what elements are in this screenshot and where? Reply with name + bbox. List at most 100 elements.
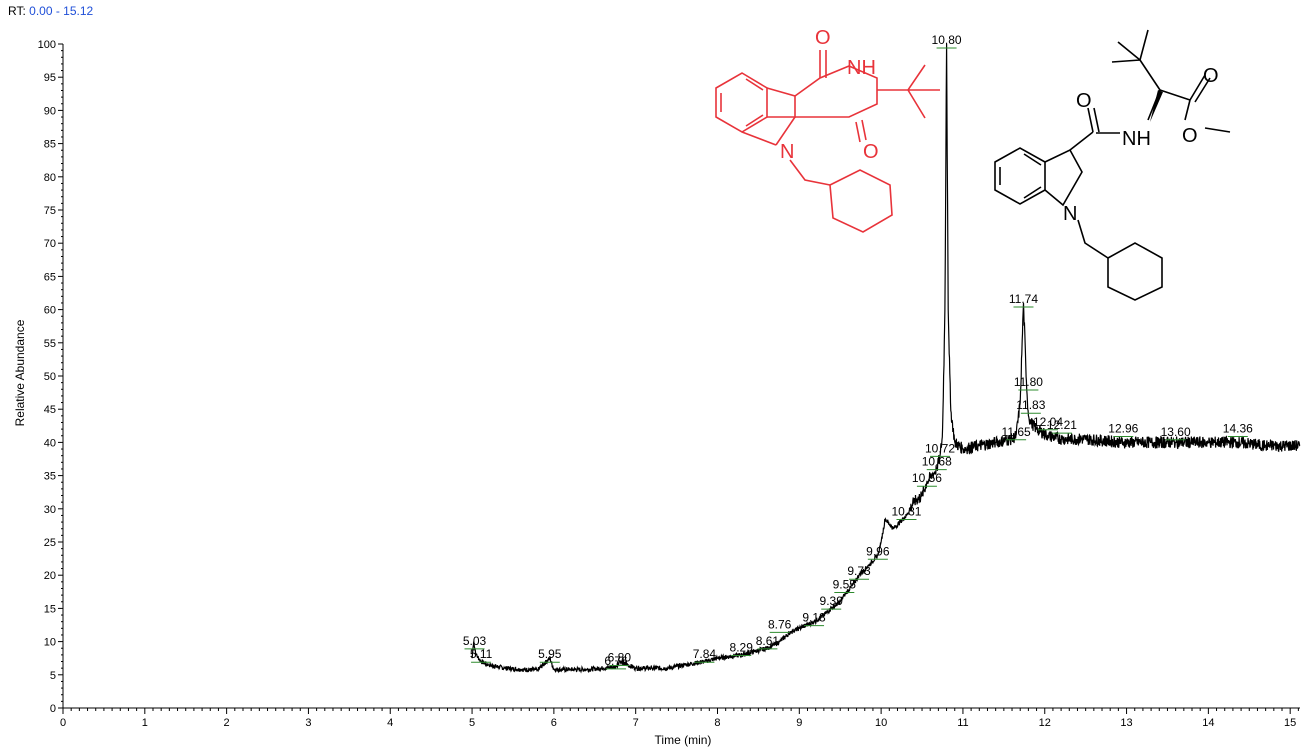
- y-tick-label: 55: [44, 338, 56, 350]
- black-atom-o-ester: O: [1182, 125, 1198, 147]
- x-tick-label: 7: [633, 717, 639, 729]
- y-axis-label: Relative Abundance: [13, 319, 27, 426]
- x-tick-label: 15: [1284, 717, 1296, 729]
- black-atom-nh: NH: [1122, 128, 1151, 150]
- axes-group: [62, 44, 1300, 709]
- peak-label: 6.76: [604, 654, 628, 668]
- black-atom-n: N: [1063, 203, 1077, 225]
- peak-label: 8.61: [756, 634, 780, 648]
- black-benzene-ring: [994, 147, 1046, 205]
- red-atom-nh: NH: [847, 57, 876, 79]
- peak-label: 12.21: [1047, 418, 1077, 432]
- peak-label: 5.03: [463, 634, 487, 648]
- y-tick-label: 65: [44, 271, 56, 283]
- red-atom-o-bottom: O: [863, 141, 879, 163]
- red-atom-n: N: [780, 141, 794, 163]
- y-tick-label: 90: [44, 105, 56, 117]
- red-co-bottom-2: [855, 121, 861, 143]
- y-tick-label: 15: [44, 603, 56, 615]
- x-tick-label: 11: [957, 717, 968, 729]
- y-tick-label: 50: [44, 371, 56, 383]
- peak-label: 9.55: [833, 577, 857, 591]
- y-tick-label: 30: [44, 504, 56, 516]
- x-tick-label: 2: [224, 717, 230, 729]
- x-tick-label: 4: [387, 717, 393, 729]
- y-tick-label: 40: [44, 437, 56, 449]
- peak-label: 11.83: [1016, 398, 1045, 412]
- peak-label: 11.74: [1009, 292, 1038, 306]
- black-ester-double: [1194, 77, 1211, 103]
- x-tick-label: 5: [469, 717, 475, 729]
- y-tick-label: 20: [44, 570, 56, 582]
- peak-label: 10.56: [912, 471, 942, 485]
- x-axis-label: Time (min): [655, 733, 712, 747]
- red-structure-labels: O NH O N: [780, 27, 879, 163]
- peak-label: 10.68: [922, 455, 952, 469]
- x-tick-label: 0: [60, 717, 66, 729]
- red-bond-n-ring: [741, 131, 777, 146]
- peak-label: 8.76: [768, 617, 792, 631]
- y-tick-label: 95: [44, 72, 56, 84]
- black-wedge-bond: [1150, 90, 1163, 122]
- x-tick-label: 12: [1039, 717, 1051, 729]
- black-cyclohexane: [1107, 242, 1163, 301]
- black-pyrrole-ring: [1044, 148, 1083, 207]
- peak-label: 9.73: [847, 564, 871, 578]
- rt-range-value: 0.00 - 15.12: [29, 4, 94, 18]
- black-atom-o-ester-carbonyl: O: [1203, 65, 1219, 87]
- black-tbutyl: [1111, 29, 1161, 91]
- peak-label: 14.36: [1223, 421, 1253, 435]
- y-tick-label: 25: [44, 537, 56, 549]
- red-benzene-double-3: [745, 114, 764, 127]
- black-bond-c3-amide: [1069, 131, 1094, 151]
- red-ch2-chain: [789, 159, 831, 186]
- chromatogram-trace: [471, 43, 1301, 674]
- x-tick-label: 14: [1202, 717, 1214, 729]
- peak-label: 5.95: [538, 647, 562, 661]
- peak-label: 10.72: [925, 441, 955, 455]
- black-structure-labels: O NH O N: [1063, 90, 1198, 225]
- red-benzene-double-2: [745, 78, 764, 91]
- y-tick-label: 70: [44, 238, 56, 250]
- peak-label: 12.96: [1108, 421, 1138, 435]
- black-ome: [1204, 127, 1231, 133]
- y-axis-ticks: 0510152025303540455055606570758085909510…: [38, 39, 63, 715]
- y-tick-label: 60: [44, 305, 56, 317]
- black-ester: [1159, 74, 1206, 121]
- rt-label: RT:: [8, 4, 26, 18]
- peak-label: 7.84: [693, 647, 717, 661]
- red-benzene-ring: [715, 72, 768, 133]
- red-pyrrole-ring: [766, 87, 796, 118]
- red-atom-o-top: O: [815, 27, 831, 49]
- black-benzene-double-3: [1023, 186, 1042, 199]
- y-tick-label: 35: [44, 471, 56, 483]
- peak-label: 9.96: [866, 544, 890, 558]
- y-tick-label: 85: [44, 139, 56, 151]
- x-tick-label: 10: [875, 717, 887, 729]
- y-tick-label: 5: [50, 670, 56, 682]
- red-tbutyl: [877, 64, 940, 119]
- peak-label: 9.18: [802, 611, 826, 625]
- peak-label: 12.04: [1033, 415, 1063, 429]
- red-bond-n-c: [775, 116, 796, 146]
- peak-label: 10.80: [932, 33, 962, 47]
- x-tick-label: 8: [714, 717, 720, 729]
- black-ch2-chain: [1077, 219, 1109, 259]
- y-tick-label: 45: [44, 404, 56, 416]
- peak-label: 10.31: [891, 504, 921, 518]
- x-tick-label: 1: [142, 717, 148, 729]
- x-tick-label: 3: [305, 717, 311, 729]
- y-tick-label: 100: [38, 39, 56, 51]
- y-tick-label: 75: [44, 205, 56, 217]
- y-tick-label: 10: [44, 637, 56, 649]
- peak-label: 9.39: [820, 594, 844, 608]
- x-tick-label: 13: [1120, 717, 1132, 729]
- peak-label: 6.80: [608, 651, 632, 665]
- peak-label: 13.60: [1161, 425, 1191, 439]
- x-tick-label: 9: [796, 717, 802, 729]
- black-co-2: [1093, 107, 1100, 133]
- black-benzene-double-2: [1023, 153, 1042, 166]
